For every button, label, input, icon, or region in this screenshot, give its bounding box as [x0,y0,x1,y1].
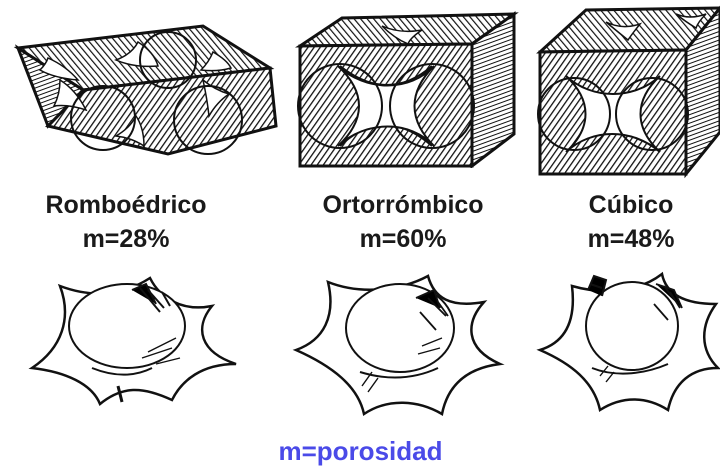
porosity-legend: m=porosidad [0,436,721,467]
cubic-packing-diagram [536,4,720,180]
orthorhombic-name: Ortorrómbico [298,190,508,220]
orthorhombic-packing-diagram [292,8,522,168]
cubic-porosity: m=48% [556,224,706,254]
cubic-name: Cúbico [556,190,706,220]
rhombohedral-pore-sketch [22,268,242,408]
rhombohedral-packing-diagram [8,8,278,158]
cubic-pore-sketch [536,264,720,414]
orthorhombic-pore-sketch [288,268,508,418]
orthorhombic-porosity: m=60% [298,224,508,254]
rhombohedral-name: Romboédrico [26,190,226,220]
rhombohedral-porosity: m=28% [26,224,226,254]
